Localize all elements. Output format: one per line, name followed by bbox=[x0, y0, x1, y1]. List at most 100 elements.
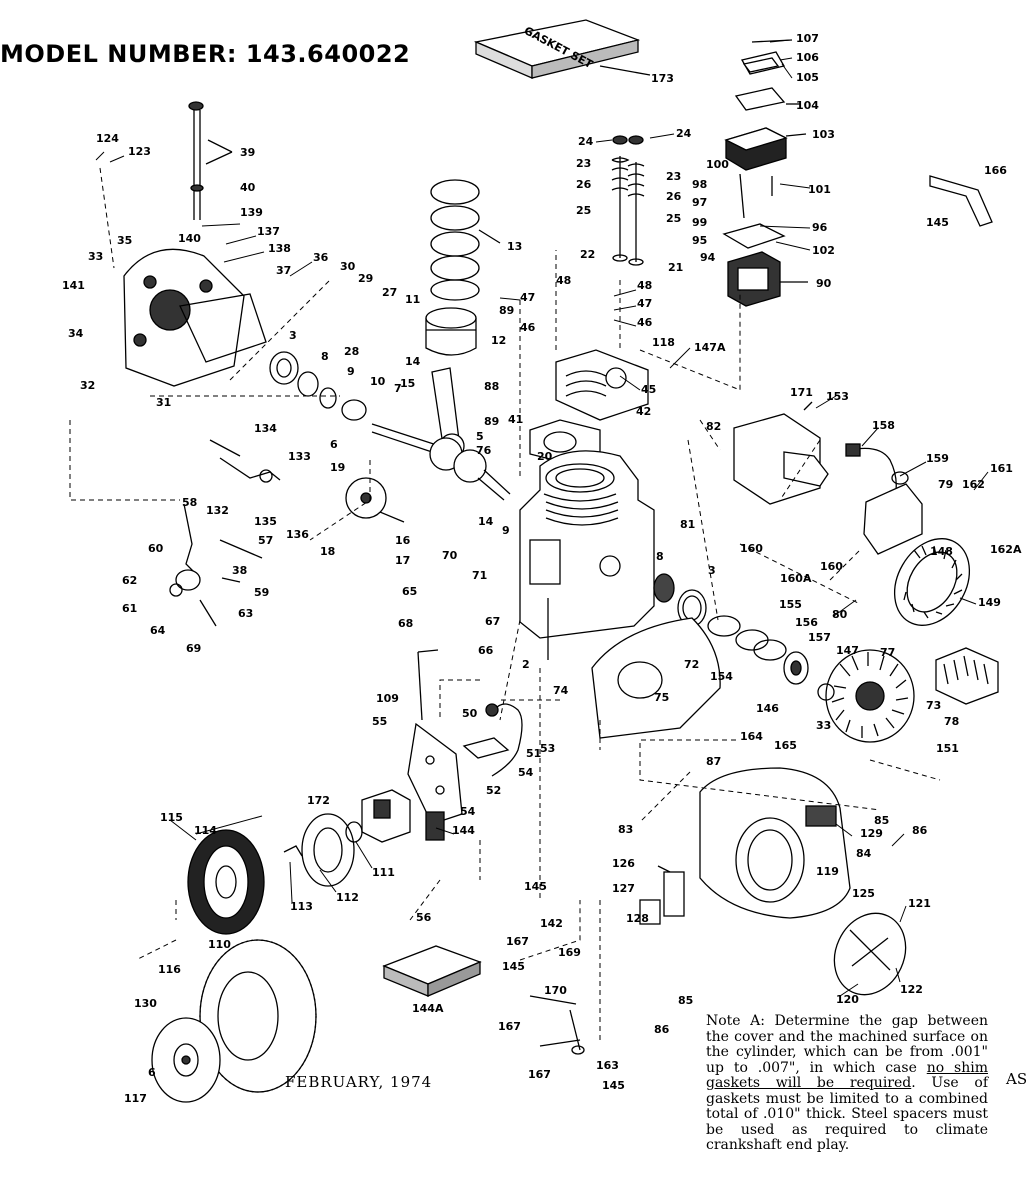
part-label-141: 141 bbox=[62, 279, 85, 292]
part-label-65: 65 bbox=[402, 585, 417, 598]
part-label-29: 29 bbox=[358, 272, 373, 285]
part-label-169: 169 bbox=[558, 946, 581, 959]
part-label-120: 120 bbox=[836, 993, 859, 1006]
part-label-21: 21 bbox=[668, 261, 683, 274]
part-label-159: 159 bbox=[926, 452, 949, 465]
part-label-145: 145 bbox=[524, 880, 547, 893]
part-label-162A: 162A bbox=[990, 543, 1022, 556]
flywheel bbox=[825, 649, 915, 743]
part-label-14: 14 bbox=[478, 515, 494, 528]
part-label-30: 30 bbox=[340, 260, 356, 273]
fuel-line bbox=[462, 703, 523, 777]
part-label-61: 61 bbox=[122, 602, 137, 615]
note-a-underlined: no shim gaskets will be required bbox=[706, 1059, 988, 1091]
part-label-162: 162 bbox=[962, 478, 985, 491]
gear-18 bbox=[345, 477, 405, 523]
part-label-51: 51 bbox=[526, 747, 541, 760]
starter-screen bbox=[833, 912, 907, 996]
part-label-137: 137 bbox=[257, 225, 280, 238]
part-label-87: 87 bbox=[706, 755, 721, 768]
part-label-89: 89 bbox=[484, 415, 499, 428]
part-label-133: 133 bbox=[288, 450, 311, 463]
cylinder-block bbox=[519, 450, 655, 660]
throttle-linkage bbox=[407, 649, 463, 825]
part-label-23: 23 bbox=[576, 157, 591, 170]
part-label-80: 80 bbox=[832, 608, 848, 621]
part-label-47: 47 bbox=[637, 297, 652, 310]
part-label-82: 82 bbox=[706, 420, 721, 433]
part-label-60: 60 bbox=[148, 542, 164, 555]
part-label-41: 41 bbox=[508, 413, 523, 426]
drawing-code: AS bbox=[1006, 1070, 1028, 1088]
part-label-10: 10 bbox=[370, 375, 386, 388]
part-label-118: 118 bbox=[652, 336, 675, 349]
part-label-173: 173 bbox=[651, 72, 674, 85]
ignition-coil bbox=[845, 443, 923, 555]
carburetor bbox=[361, 789, 445, 843]
part-label-72: 72 bbox=[684, 658, 699, 671]
part-label-167: 167 bbox=[498, 1020, 521, 1033]
part-label-157: 157 bbox=[808, 631, 831, 644]
spare-parts-box bbox=[382, 945, 482, 997]
part-label-15: 15 bbox=[400, 377, 415, 390]
part-label-164: 164 bbox=[740, 730, 763, 743]
part-label-69: 69 bbox=[186, 642, 201, 655]
part-label-161: 161 bbox=[990, 462, 1013, 475]
stator-ring bbox=[893, 538, 971, 626]
part-label-9: 9 bbox=[502, 524, 510, 537]
muffler bbox=[187, 829, 265, 935]
part-label-36: 36 bbox=[313, 251, 329, 264]
blower-housing bbox=[699, 767, 851, 919]
part-label-99: 99 bbox=[692, 216, 707, 229]
part-label-53: 53 bbox=[540, 742, 555, 755]
part-label-101: 101 bbox=[808, 183, 831, 196]
part-label-68: 68 bbox=[398, 617, 413, 630]
part-label-46: 46 bbox=[520, 321, 536, 334]
part-label-12: 12 bbox=[491, 334, 506, 347]
part-label-147: 147 bbox=[836, 644, 859, 657]
part-label-160: 160 bbox=[820, 560, 843, 573]
valve-cover-assembly bbox=[722, 39, 808, 307]
part-label-19: 19 bbox=[330, 461, 345, 474]
part-label-155: 155 bbox=[779, 598, 802, 611]
part-label-160A: 160A bbox=[780, 572, 812, 585]
part-label-35: 35 bbox=[117, 234, 132, 247]
bolts-lower bbox=[529, 995, 585, 1055]
part-label-74: 74 bbox=[553, 684, 569, 697]
crankshaft bbox=[371, 423, 511, 501]
part-label-139: 139 bbox=[240, 206, 263, 219]
part-label-48: 48 bbox=[556, 274, 571, 287]
cylinder-head bbox=[555, 349, 649, 421]
part-label-94: 94 bbox=[700, 251, 716, 264]
part-label-33: 33 bbox=[88, 250, 103, 263]
part-label-8: 8 bbox=[321, 350, 329, 363]
part-label-64: 64 bbox=[150, 624, 166, 637]
part-label-59: 59 bbox=[254, 586, 269, 599]
part-label-144A: 144A bbox=[412, 1002, 444, 1015]
part-label-158: 158 bbox=[872, 419, 895, 432]
part-label-113: 113 bbox=[290, 900, 313, 913]
part-label-167: 167 bbox=[506, 935, 529, 948]
part-label-147A: 147A bbox=[694, 341, 726, 354]
part-label-13: 13 bbox=[507, 240, 522, 253]
part-label-25: 25 bbox=[666, 212, 681, 225]
part-label-32: 32 bbox=[80, 379, 95, 392]
part-label-28: 28 bbox=[344, 345, 359, 358]
part-label-9: 9 bbox=[347, 365, 355, 378]
part-label-142: 142 bbox=[540, 917, 563, 930]
part-label-38: 38 bbox=[232, 564, 247, 577]
part-label-165: 165 bbox=[774, 739, 797, 752]
part-label-73: 73 bbox=[926, 699, 941, 712]
part-label-97: 97 bbox=[692, 196, 707, 209]
part-label-124: 124 bbox=[96, 132, 119, 145]
part-label-112: 112 bbox=[336, 891, 359, 904]
wheel-tire bbox=[151, 939, 317, 1103]
part-label-127: 127 bbox=[612, 882, 635, 895]
part-label-37: 37 bbox=[276, 264, 291, 277]
part-label-96: 96 bbox=[812, 221, 828, 234]
part-label-71: 71 bbox=[472, 569, 487, 582]
part-label-84: 84 bbox=[856, 847, 872, 860]
part-label-70: 70 bbox=[442, 549, 458, 562]
part-label-102: 102 bbox=[812, 244, 835, 257]
